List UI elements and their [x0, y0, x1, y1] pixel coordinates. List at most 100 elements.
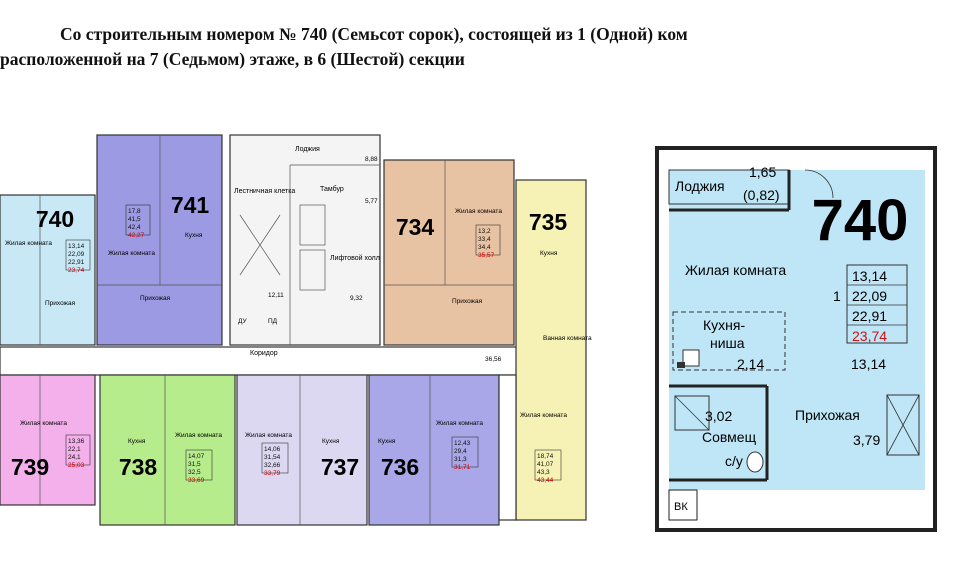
detail-area-2: 22,09	[852, 288, 887, 304]
apt-735-t2: 41,07	[537, 461, 554, 468]
detail-kitchen-area: 2,14	[737, 356, 764, 372]
apt-740-t2: 22,09	[68, 251, 85, 258]
area-1211: 12,11	[268, 292, 284, 299]
apt-736-number: 736	[381, 454, 419, 480]
apt-740-t1: 13,14	[68, 243, 85, 250]
apt-736-t2: 29,4	[454, 448, 467, 455]
detail-living-area[interactable]	[669, 170, 925, 386]
apt-735-bath: Ванная комната	[543, 335, 592, 342]
apt-739-living: Жилая комната	[20, 420, 67, 427]
apt-735-living: Жилая комната	[520, 412, 567, 419]
apt-734-t2: 33,4	[478, 236, 491, 243]
apt-734-hall: Прихожая	[452, 298, 483, 305]
header-line-1: Со строительным номером № 740 (Семьсот с…	[60, 24, 688, 44]
apt-740-total: 23,74	[68, 267, 85, 274]
apt-740-living: Жилая комната	[5, 240, 52, 247]
apt-736-t1: 12,43	[454, 440, 471, 447]
detail-rooms-count: 1	[833, 288, 841, 304]
apt-739-t1: 13,36	[68, 438, 85, 445]
lift-hall-label: Лифтовой холл	[330, 254, 380, 262]
lift-hall-area: 9,32	[350, 295, 363, 302]
floor-plan: 740 741 734 735 739 738 737 736 Коридор …	[0, 134, 592, 526]
apt-738-t2: 31,5	[188, 461, 201, 468]
core-block	[229, 134, 381, 346]
apt-741-block[interactable]	[96, 134, 223, 346]
apt-734-number: 734	[396, 214, 435, 240]
apt-735-block[interactable]	[515, 179, 587, 521]
apt-738-kitchen: Кухня	[128, 438, 146, 445]
apt-736-t3: 31,3	[454, 456, 467, 463]
apt-738-living: Жилая комната	[175, 432, 222, 439]
apt-734-t3: 34,4	[478, 244, 491, 251]
apt-735-total: 43,44	[537, 477, 554, 484]
detail-loggia-label: Лоджия	[675, 178, 725, 194]
loggia-top-area: 8,88	[365, 156, 378, 163]
apt-739-total: 25,03	[68, 462, 85, 469]
apt-741-t2: 41,5	[128, 216, 141, 223]
area-3656: 36,56	[485, 356, 502, 363]
apt-741-total: 42,27	[128, 232, 145, 239]
apt-738-number: 738	[119, 454, 158, 480]
apt-737-living: Жилая комната	[245, 432, 292, 439]
stair-label: Лестничная клетка	[234, 188, 295, 195]
corridor-label: Коридор	[250, 350, 278, 357]
apt-740-t3: 22,91	[68, 259, 85, 266]
pd-label: ПД	[268, 318, 278, 325]
header-line-2: расположенной на 7 (Седьмом) этаже, в 6 …	[0, 49, 465, 69]
detail-hall-area: 3,79	[853, 432, 880, 448]
apt-737-kitchen: Кухня	[322, 438, 340, 445]
apt-734-block[interactable]	[383, 159, 515, 346]
apt-739-block[interactable]	[0, 374, 96, 506]
apt-738-t3: 32,5	[188, 469, 201, 476]
apt-734-t1: 13,2	[478, 228, 491, 235]
detail-area-1: 13,14	[852, 268, 887, 284]
detail-kitchen-label-2: ниша	[710, 335, 745, 351]
apt-740-number: 740	[36, 206, 74, 232]
apt-739-t3: 24,1	[68, 454, 81, 461]
apt-741-t1: 17,8	[128, 208, 141, 215]
loggia-top-label: Лоджия	[295, 146, 320, 153]
apartment-740-detail: 740 Лоджия 1,65 (0,82) Жилая комната 1 1…	[655, 146, 937, 532]
detail-loggia[interactable]	[668, 169, 790, 205]
apt-736-kitchen: Кухня	[378, 438, 396, 445]
apt-737-total: 33,79	[264, 470, 281, 477]
apt-736-block[interactable]	[368, 374, 500, 526]
detail-total-area: 23,74	[852, 328, 887, 344]
apt-738-block[interactable]	[99, 374, 236, 526]
apt-741-hall: Прихожая	[140, 295, 171, 302]
apt-737-block[interactable]	[236, 374, 368, 526]
apt-734-living: Жилая комната	[455, 208, 502, 215]
apt-736-total: 31,71	[454, 464, 471, 471]
detail-loggia-area-2: (0,82)	[743, 187, 780, 203]
detail-bath-label: Совмещ	[702, 429, 757, 445]
detail-living-area-value: 13,14	[851, 356, 886, 372]
detail-hall-label: Прихожая	[795, 407, 860, 423]
apt-736-living: Жилая комната	[436, 420, 483, 427]
detail-bath-area: 3,02	[705, 408, 732, 424]
detail-entry-area[interactable]	[669, 386, 925, 490]
detail-vk-label: ВК	[674, 501, 688, 513]
detail-bath-label-2: с/у	[725, 453, 743, 469]
apt-738-t1: 14,07	[188, 453, 205, 460]
apt-735-kitchen: Кухня	[540, 250, 558, 257]
apt-737-number: 737	[321, 454, 359, 480]
du-label: ДУ	[238, 318, 247, 325]
tambour-area: 5,77	[365, 198, 378, 205]
apt-741-kitchen: Кухня	[185, 232, 203, 239]
detail-kitchen-label: Кухня-	[703, 317, 745, 333]
apt-741-number: 741	[171, 192, 210, 218]
tambour-label: Тамбур	[320, 185, 344, 193]
detail-loggia-area: 1,65	[749, 164, 776, 180]
apt-740-hall: Прихожая	[45, 300, 76, 307]
apt-739-t2: 22,1	[68, 446, 81, 453]
document-header: Со строительным номером № 740 (Семьсот с…	[0, 22, 960, 72]
apt-741-living: Жилая комната	[108, 250, 155, 257]
apt-737-t1: 14,06	[264, 446, 281, 453]
apt-737-t3: 32,66	[264, 462, 281, 469]
apt-735-t3: 43,3	[537, 469, 550, 476]
detail-apartment-number: 740	[812, 188, 909, 253]
apt-735-number: 735	[529, 209, 568, 235]
apt-739-number: 739	[11, 454, 49, 480]
apt-741-t3: 42,4	[128, 224, 141, 231]
apt-735-t1: 18,74	[537, 453, 554, 460]
